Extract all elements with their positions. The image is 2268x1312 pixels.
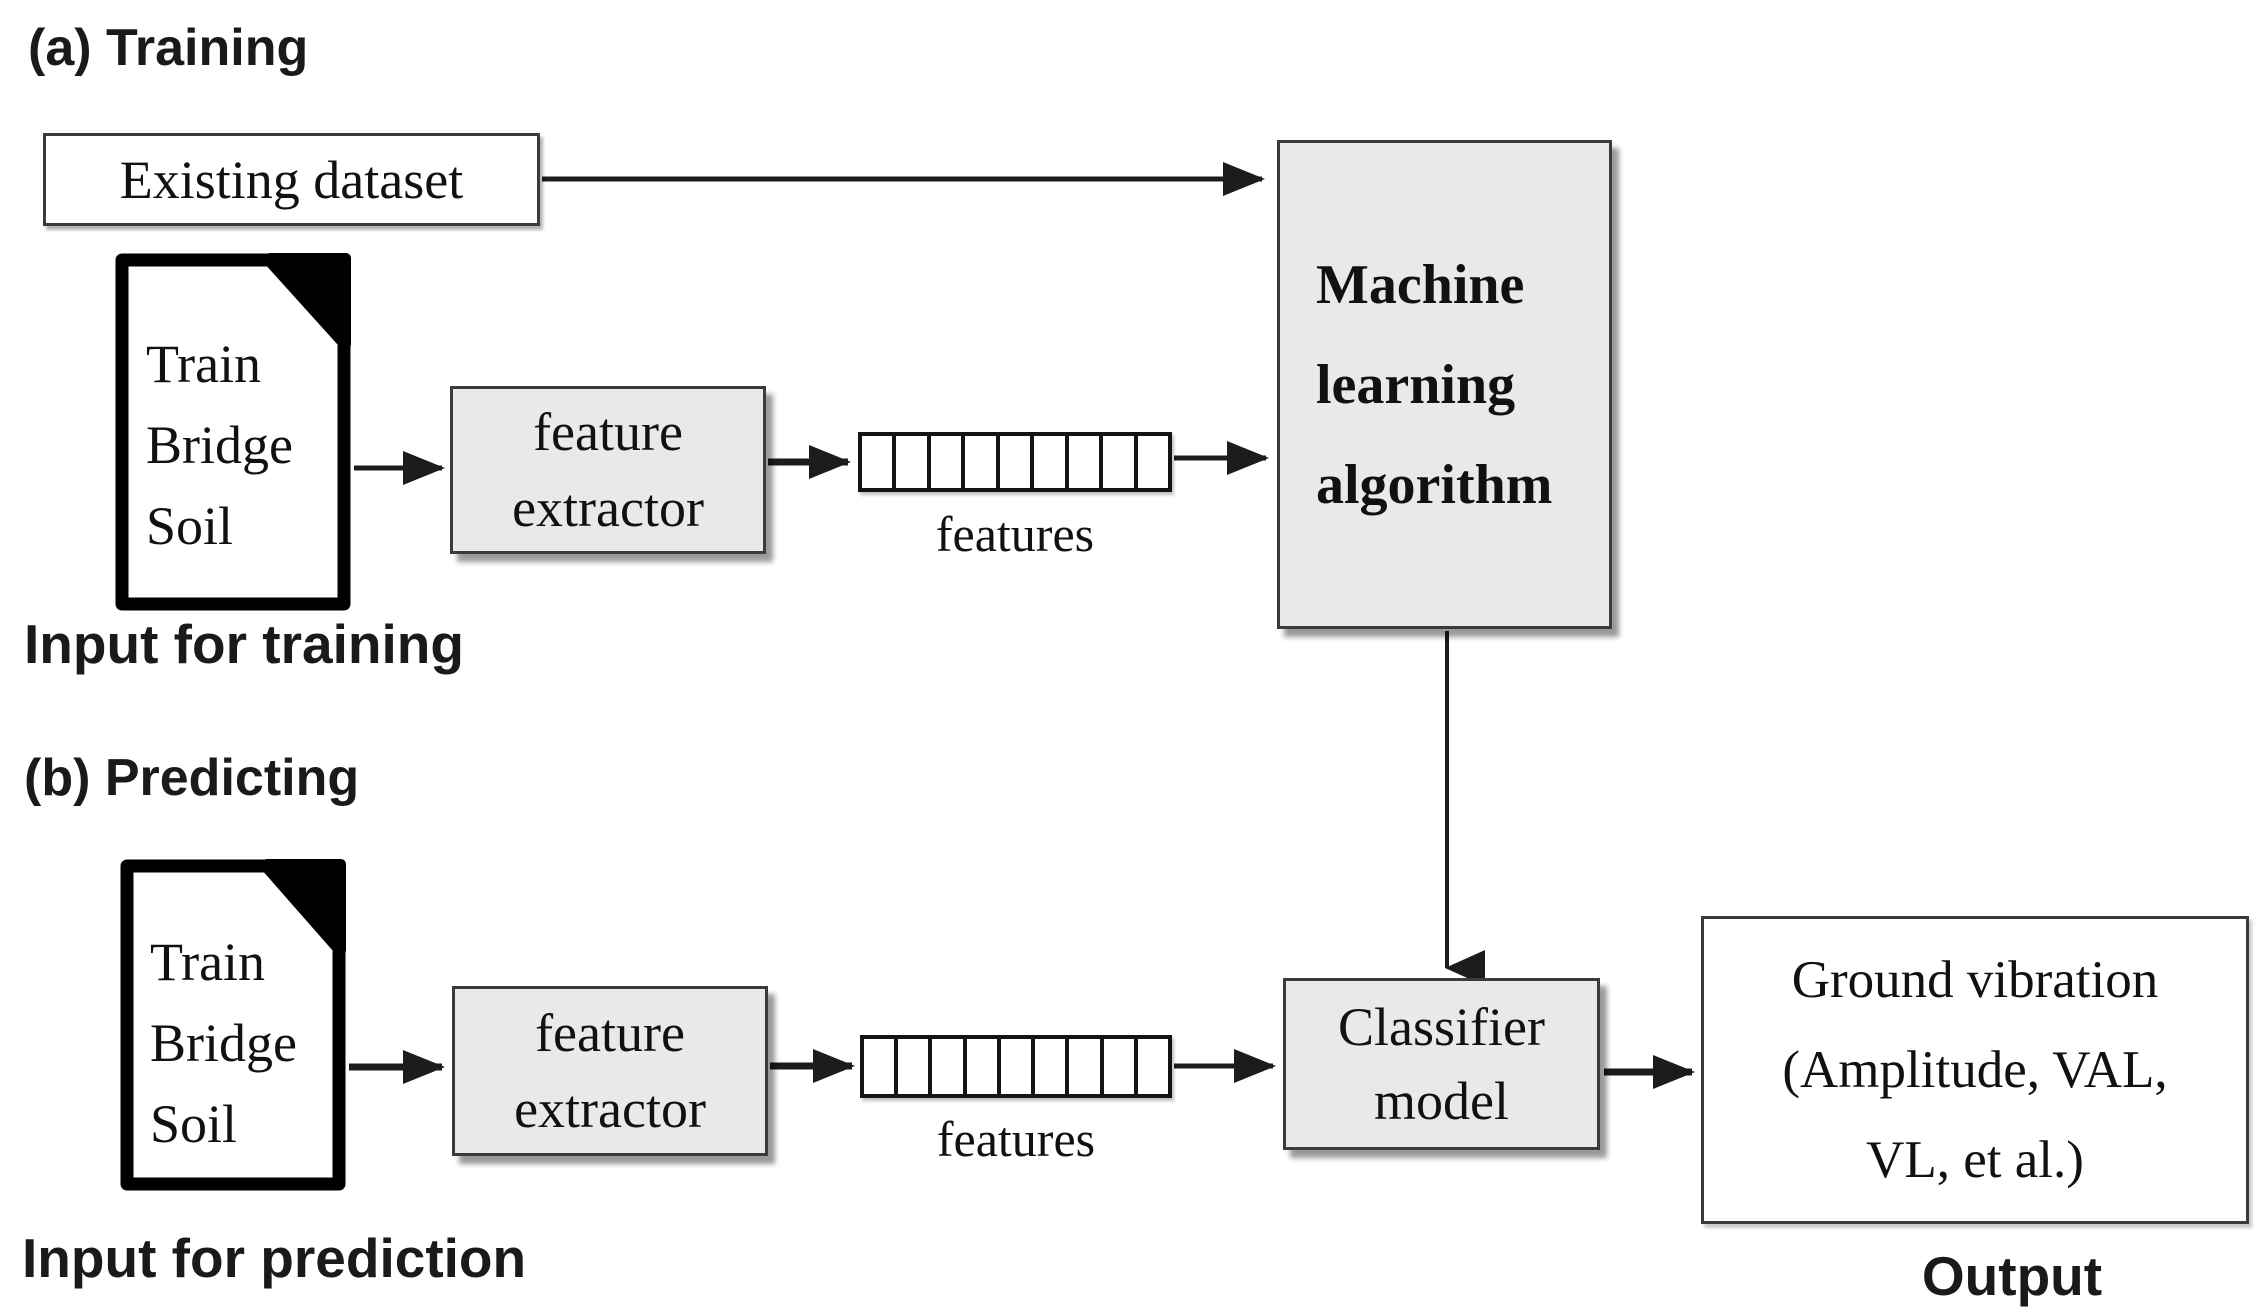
feature-cell <box>864 1039 899 1094</box>
feature-extractor-box-a: feature extractor <box>450 386 766 554</box>
ml-line: Machine <box>1316 253 1525 316</box>
existing-dataset-label: Existing dataset <box>119 149 464 210</box>
feature-cell <box>999 436 1035 488</box>
feature-cell <box>862 436 897 488</box>
output-line: VL, et al.) <box>1866 1131 2084 1189</box>
feature-cell <box>1069 1039 1104 1094</box>
doc-line: Bridge <box>150 1013 297 1073</box>
document-icon-predicting <box>120 859 346 1191</box>
existing-dataset-box: Existing dataset <box>43 133 540 226</box>
extractor-line: feature <box>533 402 683 462</box>
classifier-line: Classifier <box>1338 997 1545 1057</box>
doc-line: Bridge <box>146 415 293 475</box>
extractor-line: extractor <box>514 1079 706 1139</box>
ml-line: learning <box>1316 353 1516 416</box>
features-label-b: features <box>936 1111 1096 1167</box>
section-heading-predicting: (b) Predicting <box>24 749 360 807</box>
machine-learning-box: Machine learning algorithm <box>1277 140 1612 629</box>
output-line: Ground vibration <box>1791 951 2159 1009</box>
feature-cell <box>930 436 966 488</box>
section-heading-training: (a) Training <box>28 19 309 77</box>
ml-line: algorithm <box>1316 453 1553 516</box>
document-icon-training <box>115 253 351 611</box>
output-box: Ground vibration (Amplitude, VAL, VL, et… <box>1701 916 2249 1224</box>
feature-cell <box>1103 436 1138 488</box>
feature-cell <box>932 1039 967 1094</box>
feature-cell <box>966 1039 1001 1094</box>
feature-cell <box>1137 1039 1168 1094</box>
feature-cell <box>1034 436 1069 488</box>
feature-cell <box>1068 436 1104 488</box>
output-caption: Output <box>1921 1245 2103 1307</box>
doc-line: Train <box>146 334 262 394</box>
feature-extractor-box-b: feature extractor <box>452 986 768 1156</box>
doc-text-predicting: Train Bridge Soil <box>150 922 297 1165</box>
input-for-prediction-caption: Input for prediction <box>22 1227 527 1289</box>
extractor-line: extractor <box>512 478 704 538</box>
extractor-line: feature <box>535 1003 685 1063</box>
feature-cell <box>896 436 931 488</box>
doc-text-training: Train Bridge Soil <box>146 324 293 567</box>
features-strip-b <box>860 1035 1172 1098</box>
feature-cell <box>1103 1039 1138 1094</box>
input-for-training-caption: Input for training <box>24 613 464 675</box>
features-strip-a <box>858 432 1172 492</box>
doc-line: Soil <box>146 496 234 556</box>
classifier-line: model <box>1374 1071 1509 1131</box>
feature-cell <box>965 436 1000 488</box>
classifier-model-box: Classifier model <box>1283 978 1600 1150</box>
features-label-a: features <box>935 506 1095 562</box>
feature-cell <box>1035 1039 1070 1094</box>
feature-cell <box>1000 1039 1036 1094</box>
output-line: (Amplitude, VAL, <box>1782 1041 2168 1099</box>
feature-cell <box>1137 436 1168 488</box>
feature-cell <box>898 1039 933 1094</box>
folded-corner-icon <box>262 859 346 955</box>
folded-corner-icon <box>265 253 351 349</box>
doc-line: Train <box>150 932 266 992</box>
doc-line: Soil <box>150 1094 238 1154</box>
